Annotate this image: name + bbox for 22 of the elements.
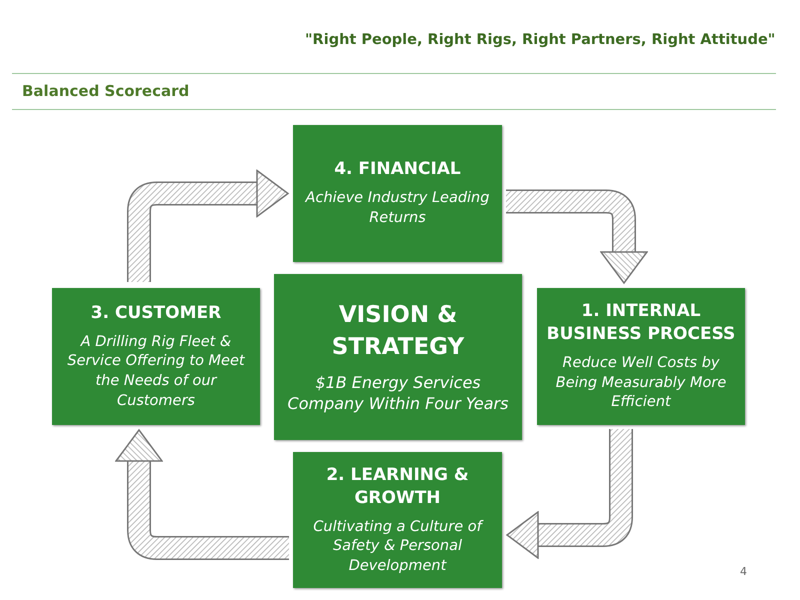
box-heading: 3. CUSTOMER — [90, 302, 222, 325]
bent-arrow — [506, 190, 648, 284]
bent-arrow — [506, 429, 633, 559]
perspective-box — [537, 288, 745, 425]
box-description: Achieve Industry Leading Returns — [304, 189, 490, 228]
center-box — [274, 274, 522, 440]
page-number: 4 — [740, 565, 747, 578]
perspective-box — [293, 452, 502, 588]
perspective-box — [52, 288, 260, 425]
box-description: A Drilling Rig Fleet & Service Offering to Meet the Needs of our Customers — [66, 332, 246, 411]
box-description: Cultivating a Culture of Safety & Personal Development — [312, 518, 484, 576]
bent-arrow — [127, 170, 289, 282]
box-description: $1B Energy Services Company Within Four Years — [286, 372, 510, 415]
box-heading: 4. FINANCIAL — [334, 158, 461, 182]
box-heading: 2. LEARNING & GROWTH — [325, 464, 470, 510]
bent-arrow — [115, 429, 289, 560]
section-title: Balanced Scorecard — [22, 82, 190, 100]
perspective-box — [293, 125, 502, 262]
box-heading: 1. INTERNAL BUSINESS PROCESS — [546, 300, 736, 346]
slogan: "Right People, Right Rigs, Right Partners, Right Attitude" — [305, 32, 776, 48]
box-heading: VISION & STRATEGY — [330, 301, 466, 362]
box-description: Reduce Well Costs by Being Measurably More Efficient — [554, 354, 728, 412]
